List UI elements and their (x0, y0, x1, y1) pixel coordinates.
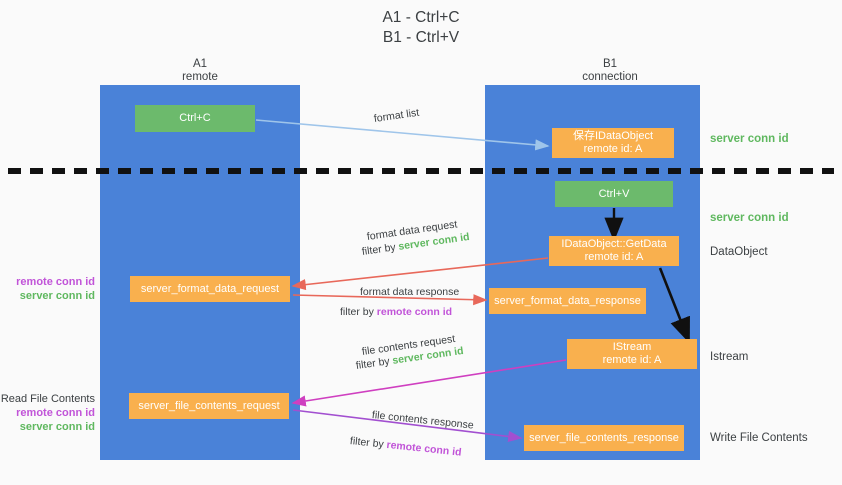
filter-by-text-2: filter by (340, 306, 377, 318)
box-server-file-contents-request[interactable]: server_file_contents_request (129, 393, 289, 419)
note-conn-ids-format: remote conn id server conn id (0, 275, 95, 303)
column-header-a1: A1 remote (182, 58, 218, 83)
edge-label-format-list: format list (373, 106, 420, 125)
note-write-file-contents: Write File Contents (710, 432, 808, 444)
box-ctrl-c[interactable]: Ctrl+C (135, 105, 255, 132)
note-server-conn-id-top: server conn id (710, 133, 789, 145)
box-server-format-data-response[interactable]: server_format_data_response (489, 288, 646, 314)
edge-label-filter-remote-conn-id-2: filter by remote conn id (349, 434, 462, 460)
note-server-conn-id-mid: server conn id (710, 212, 789, 224)
page-title: A1 - Ctrl+C B1 - Ctrl+V (382, 9, 460, 46)
note-istream: Istream (710, 351, 749, 363)
box-save-idataobject[interactable]: 保存IDataObject remote id: A (552, 128, 674, 158)
box-server-format-data-request[interactable]: server_format_data_request (130, 276, 290, 302)
note-server-conn-id-left-2: server conn id (19, 421, 95, 433)
note-read-file-contents: Read File Contents (0, 393, 95, 405)
note-remote-conn-id-2: remote conn id (16, 407, 95, 419)
box-ctrl-v[interactable]: Ctrl+V (555, 181, 673, 207)
edge-label-format-data-response: format data response (360, 286, 460, 298)
note-dataobject: DataObject (710, 246, 768, 258)
filter-by-text-3: filter by (355, 354, 394, 372)
box-server-file-contents-response[interactable]: server_file_contents_response (524, 425, 684, 451)
note-remote-conn-id-1: remote conn id (16, 276, 95, 288)
filter-by-text-4: filter by (349, 435, 388, 451)
box-idataobject-getdata[interactable]: IDataObject::GetData remote id: A (549, 236, 679, 266)
box-istream[interactable]: IStream remote id: A (567, 339, 697, 369)
filter-value-remote-conn-id-2: remote conn id (385, 438, 463, 459)
note-conn-ids-file: Read File Contents remote conn id server… (0, 392, 95, 434)
filter-value-remote-conn-id-1: remote conn id (376, 306, 453, 318)
edge-label-filter-remote-conn-id-1: filter by remote conn id (340, 305, 452, 319)
filter-by-text-1: filter by (361, 240, 400, 258)
edge-label-file-contents-response: file contents response (371, 409, 475, 432)
column-header-b1: B1 connection (582, 58, 638, 83)
note-server-conn-id-left-1: server conn id (19, 290, 95, 302)
